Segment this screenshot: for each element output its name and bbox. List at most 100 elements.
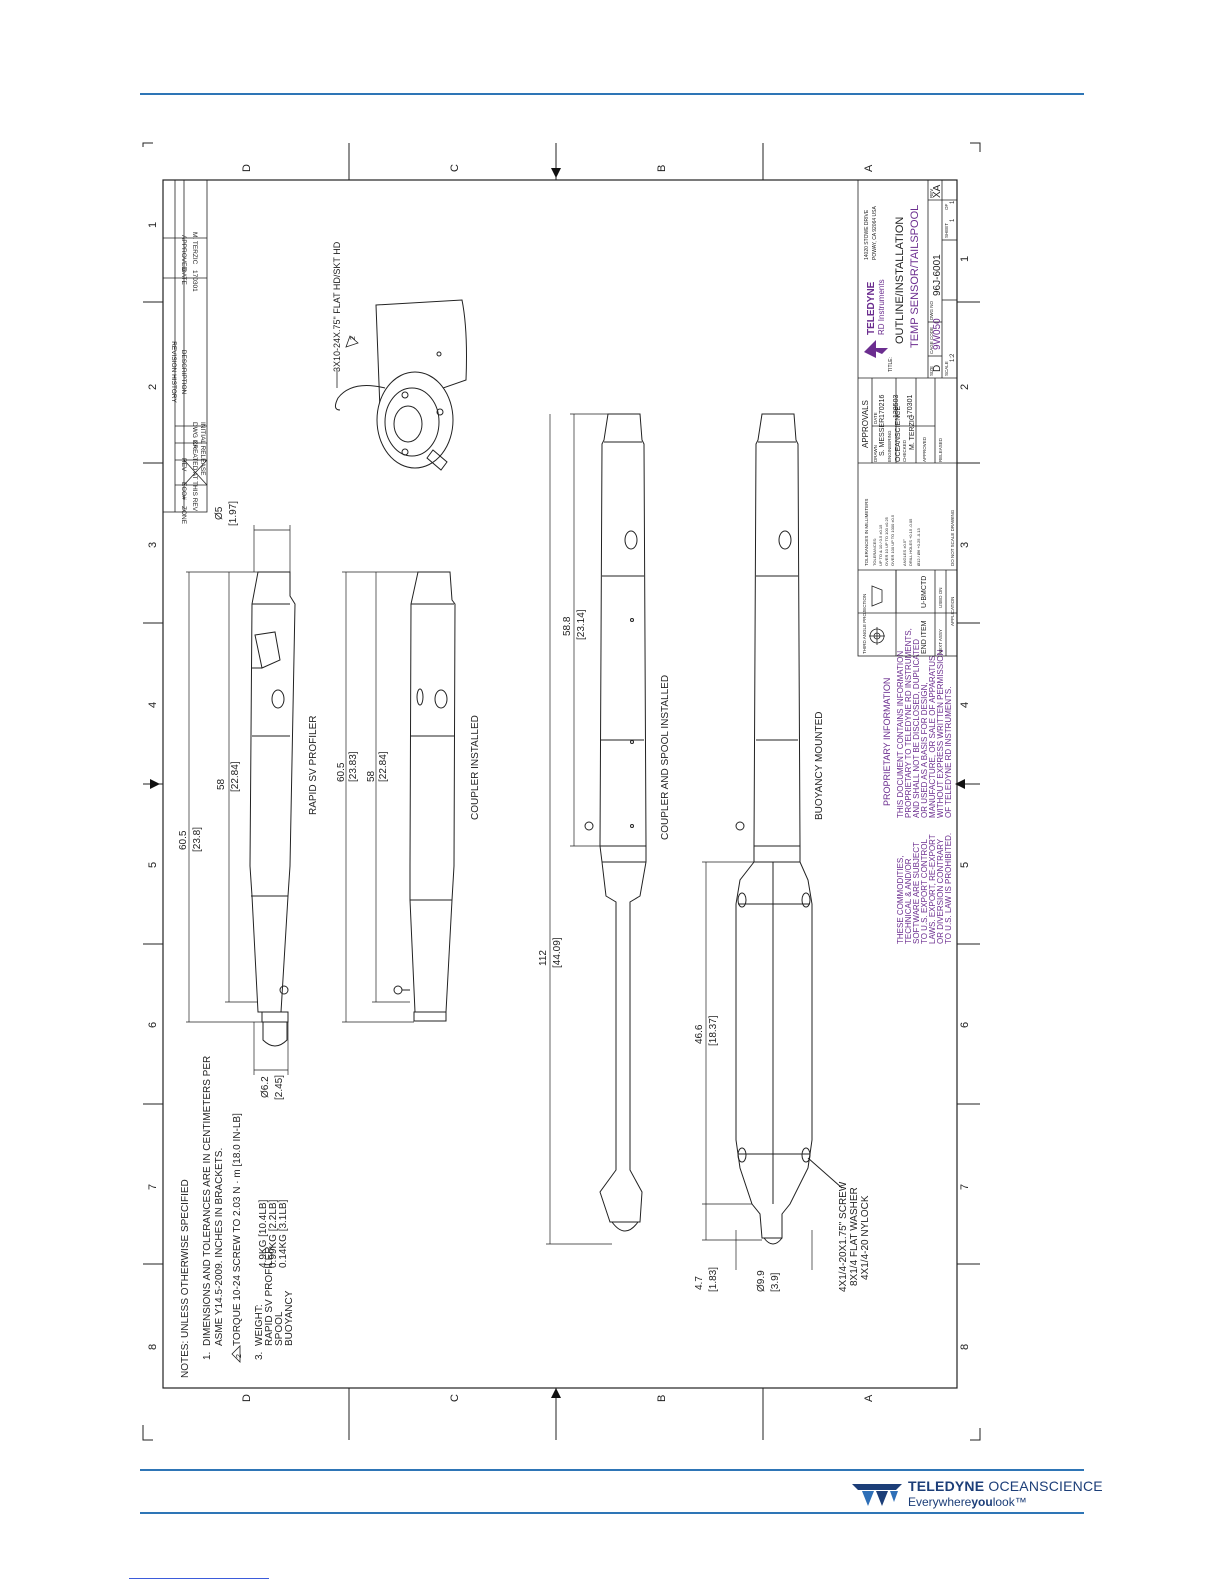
title-address-1: 14020 STOWE DRIVE	[864, 209, 870, 260]
weight-value: 0.99KG [2.2LB]	[268, 1199, 279, 1268]
view-coupler-spool	[584, 413, 647, 1232]
dim-58-8-in: [23.14]	[576, 609, 587, 640]
zone-number: 5	[959, 862, 971, 868]
end-item-label: END ITEM	[921, 620, 928, 654]
export-line: LAWS. EXPORT, RE-EXPORT	[928, 834, 937, 944]
corner-mark	[970, 142, 981, 152]
view-coupler-installed	[393, 571, 456, 1022]
dim-d6-2: Ø6.2	[260, 1076, 271, 1098]
weight-item: RAPID SV PROFILER	[264, 1247, 275, 1346]
scale-label: SCALE	[944, 361, 949, 376]
zone-letter: C	[449, 164, 461, 172]
proprietary-line: OF TELEDYNE RD INSTRUMENTS.	[944, 687, 953, 818]
next-assy-label: NEXT ASSY	[938, 629, 943, 654]
checked-name: M. TERZIC	[909, 415, 916, 450]
dwg-label: DWG NO	[929, 301, 934, 320]
dim-46-6-in: [18.37]	[708, 1015, 719, 1046]
rev-approved: M. TERZIC	[191, 232, 198, 265]
footer-tagline-2: you	[971, 1495, 993, 1509]
rev-date: 170301	[191, 270, 198, 292]
zone-number: 3	[959, 542, 971, 548]
note-2-number: 2	[236, 1354, 243, 1358]
notes-title: NOTES: UNLESS OTHERWISE SPECIFIED	[180, 1179, 191, 1378]
do-not-scale: DO NOT SCALE DRAWING	[950, 509, 955, 566]
drawn-name: S. MESSER	[879, 418, 886, 456]
proprietary-line: WITHOUT EXPRESS WRITTEN PERMISSION	[936, 649, 945, 818]
tolerance-line: OVER 100 UP TO 1000 ±0.5	[890, 514, 895, 566]
note-1-line-b: ASME Y14.5-2009. INCHES IN BRACKETS.	[214, 1148, 225, 1346]
dim-d5-in: [1.97]	[228, 501, 239, 526]
dim-46-6: 46.6	[694, 1024, 705, 1044]
drawn-label: DRAWN	[873, 445, 878, 462]
footer-logo: TELEDYNE OCEANSCIENCE Everywhereyoulook™	[852, 1476, 1103, 1510]
rev-col-eco: ECO#	[180, 482, 187, 500]
zone-letter: D	[241, 1394, 253, 1402]
dim-d5: Ø5	[214, 506, 225, 520]
notes-block: NOTES: UNLESS OTHERWISE SPECIFIED 1. DIM…	[180, 1056, 295, 1378]
checked-date: 170301	[907, 395, 914, 418]
dim-58-in: [22.84]	[230, 761, 241, 792]
weight-item: SPOOL	[274, 1311, 285, 1346]
note-1-line-a: DIMENSIONS AND TOLERANCES ARE IN CENTIME…	[202, 1056, 213, 1346]
dim-c-58-in: [22.84]	[378, 751, 389, 782]
note-flag-number: 2	[350, 336, 357, 340]
corner-mark	[142, 142, 153, 147]
note-3-text: WEIGHT:	[254, 1304, 265, 1346]
view-rapid-sv-profiler	[249, 571, 296, 1047]
view-label-coupler: COUPLER INSTALLED	[470, 715, 481, 820]
zone-number: 2	[147, 384, 159, 390]
tolerance-title: TOLERANCES IN MILLIMETERS	[864, 499, 869, 566]
tolerance-line: TOLERANCES:	[872, 538, 877, 566]
rev-value: XA	[932, 184, 943, 198]
weight-value: 0.14KG [3.1LB]	[278, 1199, 289, 1268]
rev-description-2: INITIAL RELEASE	[199, 422, 206, 476]
proprietary-line: AND SHALL NOT BE DISCLOSED, DUPLICATED	[912, 639, 921, 818]
zone-number: 7	[959, 1184, 971, 1190]
proprietary-notice: PROPRIETARY INFORMATION THIS DOCUMENT CO…	[882, 628, 953, 818]
hardware-callout-1: 4X1/4-20X1.75" SCREW	[838, 1181, 849, 1292]
center-arrow	[551, 168, 561, 178]
scale-value: 1:2	[950, 353, 956, 362]
end-item-value: U-BMCTD	[921, 576, 928, 608]
note-1-number: 1.	[202, 1352, 213, 1360]
corner-mark	[142, 1425, 153, 1441]
checked-label: CHECKED	[902, 439, 907, 462]
note-2-flag-icon	[231, 1345, 241, 1363]
screw-callout: 3X10-24X.75" FLAT HD/SKT HD	[332, 241, 342, 372]
revision-history-table: REVISION HISTORY ZONE ECO# REV DESCRIPTI…	[162, 179, 208, 525]
engineering-label: ENGINEERING	[887, 430, 892, 462]
zone-letter: B	[656, 1395, 668, 1402]
zone-letter: B	[656, 165, 668, 172]
proprietary-line: PROPRIETARY TO TELEDYNE RD INSTRUMENTS,	[904, 628, 913, 818]
title-line-2: TEMP SENSOR/TAILSPOOL	[909, 205, 921, 348]
teledyne-logo-icon	[864, 340, 888, 358]
dim-d9-9-in: [3.9]	[770, 1272, 781, 1292]
dim-58: 58	[216, 778, 227, 790]
rev-description-1: DWG CREATED AT THIS REV	[191, 422, 198, 512]
proprietary-line: THIS DOCUMENT CONTAINS INFORMATION	[896, 651, 905, 818]
dim-112-in: [44.09]	[552, 937, 563, 968]
rev-col-date: DATE	[180, 268, 187, 286]
header-rule	[140, 93, 1084, 95]
dim-c-60-5-in: [23.83]	[348, 751, 359, 782]
zone-number: 2	[959, 384, 971, 390]
export-line: TECHNICAL & AND/OR	[904, 858, 913, 944]
export-line: THESE COMMODITIES,	[896, 856, 905, 944]
zone-number: 7	[147, 1184, 159, 1190]
size-value: D	[932, 365, 943, 372]
center-arrow	[551, 1388, 561, 1398]
used-on-label: USED ON	[938, 587, 943, 608]
dim-d6-2-in: [2.45]	[274, 1075, 285, 1100]
zone-number: 1	[147, 222, 159, 228]
detail-view-tailspool	[334, 299, 467, 471]
tolerance-line: UP TO & 10 / 0.5 ±0.15	[878, 524, 883, 566]
export-line: SOFTWARE ARE SUBJECT	[912, 842, 921, 944]
engineering-date: 130503	[893, 395, 900, 418]
size-label: SIZE	[929, 366, 934, 376]
drawn-date: 170216	[879, 395, 886, 418]
note-flag-icon	[345, 335, 359, 348]
of-label: OF	[944, 203, 949, 210]
footer-brand-sub: OCEANSCIENCE	[984, 1478, 1103, 1494]
rev-col-description: DESCRIPTION	[180, 350, 187, 395]
